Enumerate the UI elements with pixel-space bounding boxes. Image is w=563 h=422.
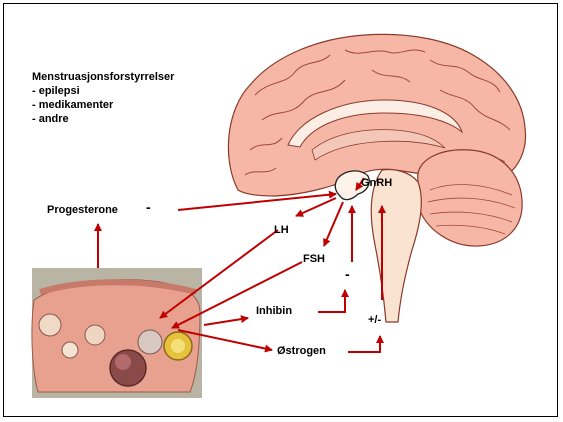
follicle-antrum bbox=[115, 354, 131, 370]
ostrogen-label: Østrogen bbox=[277, 345, 326, 357]
follicle-small-3 bbox=[85, 325, 105, 345]
ovary-to-inhibin-arrow bbox=[204, 318, 248, 325]
fsh-sign: - bbox=[345, 266, 350, 282]
inhibin-feedback-arrow bbox=[318, 290, 345, 312]
corpus-albicans bbox=[138, 330, 162, 354]
note-item-medication: - medikamenter bbox=[32, 98, 174, 112]
progesterone-label: Progesterone bbox=[47, 204, 118, 216]
lh-label: LH bbox=[274, 224, 289, 236]
corpus-luteum-core bbox=[171, 339, 185, 353]
note-title: Menstruasjonsforstyrrelser bbox=[32, 70, 174, 84]
plus-minus-label: +/- bbox=[368, 314, 381, 326]
fsh-arrow bbox=[324, 202, 343, 246]
gnrh-label: GnRH bbox=[361, 177, 392, 189]
inhibin-label: Inhibin bbox=[256, 305, 292, 317]
follicle-small-2 bbox=[62, 342, 78, 358]
note-item-other: - andre bbox=[32, 112, 174, 126]
ostrogen-feedback-arrow bbox=[348, 336, 380, 352]
lh-arrow bbox=[296, 198, 336, 216]
ovary-illustration bbox=[32, 268, 202, 398]
note-item-epilepsy: - epilepsi bbox=[32, 84, 174, 98]
menstrual-disorders-note: Menstruasjonsforstyrrelser - epilepsi - … bbox=[32, 70, 174, 126]
progesterone-sign: - bbox=[146, 199, 151, 215]
follicle-small-1 bbox=[39, 314, 61, 336]
fsh-label: FSH bbox=[303, 253, 325, 265]
brainstem bbox=[371, 170, 421, 323]
